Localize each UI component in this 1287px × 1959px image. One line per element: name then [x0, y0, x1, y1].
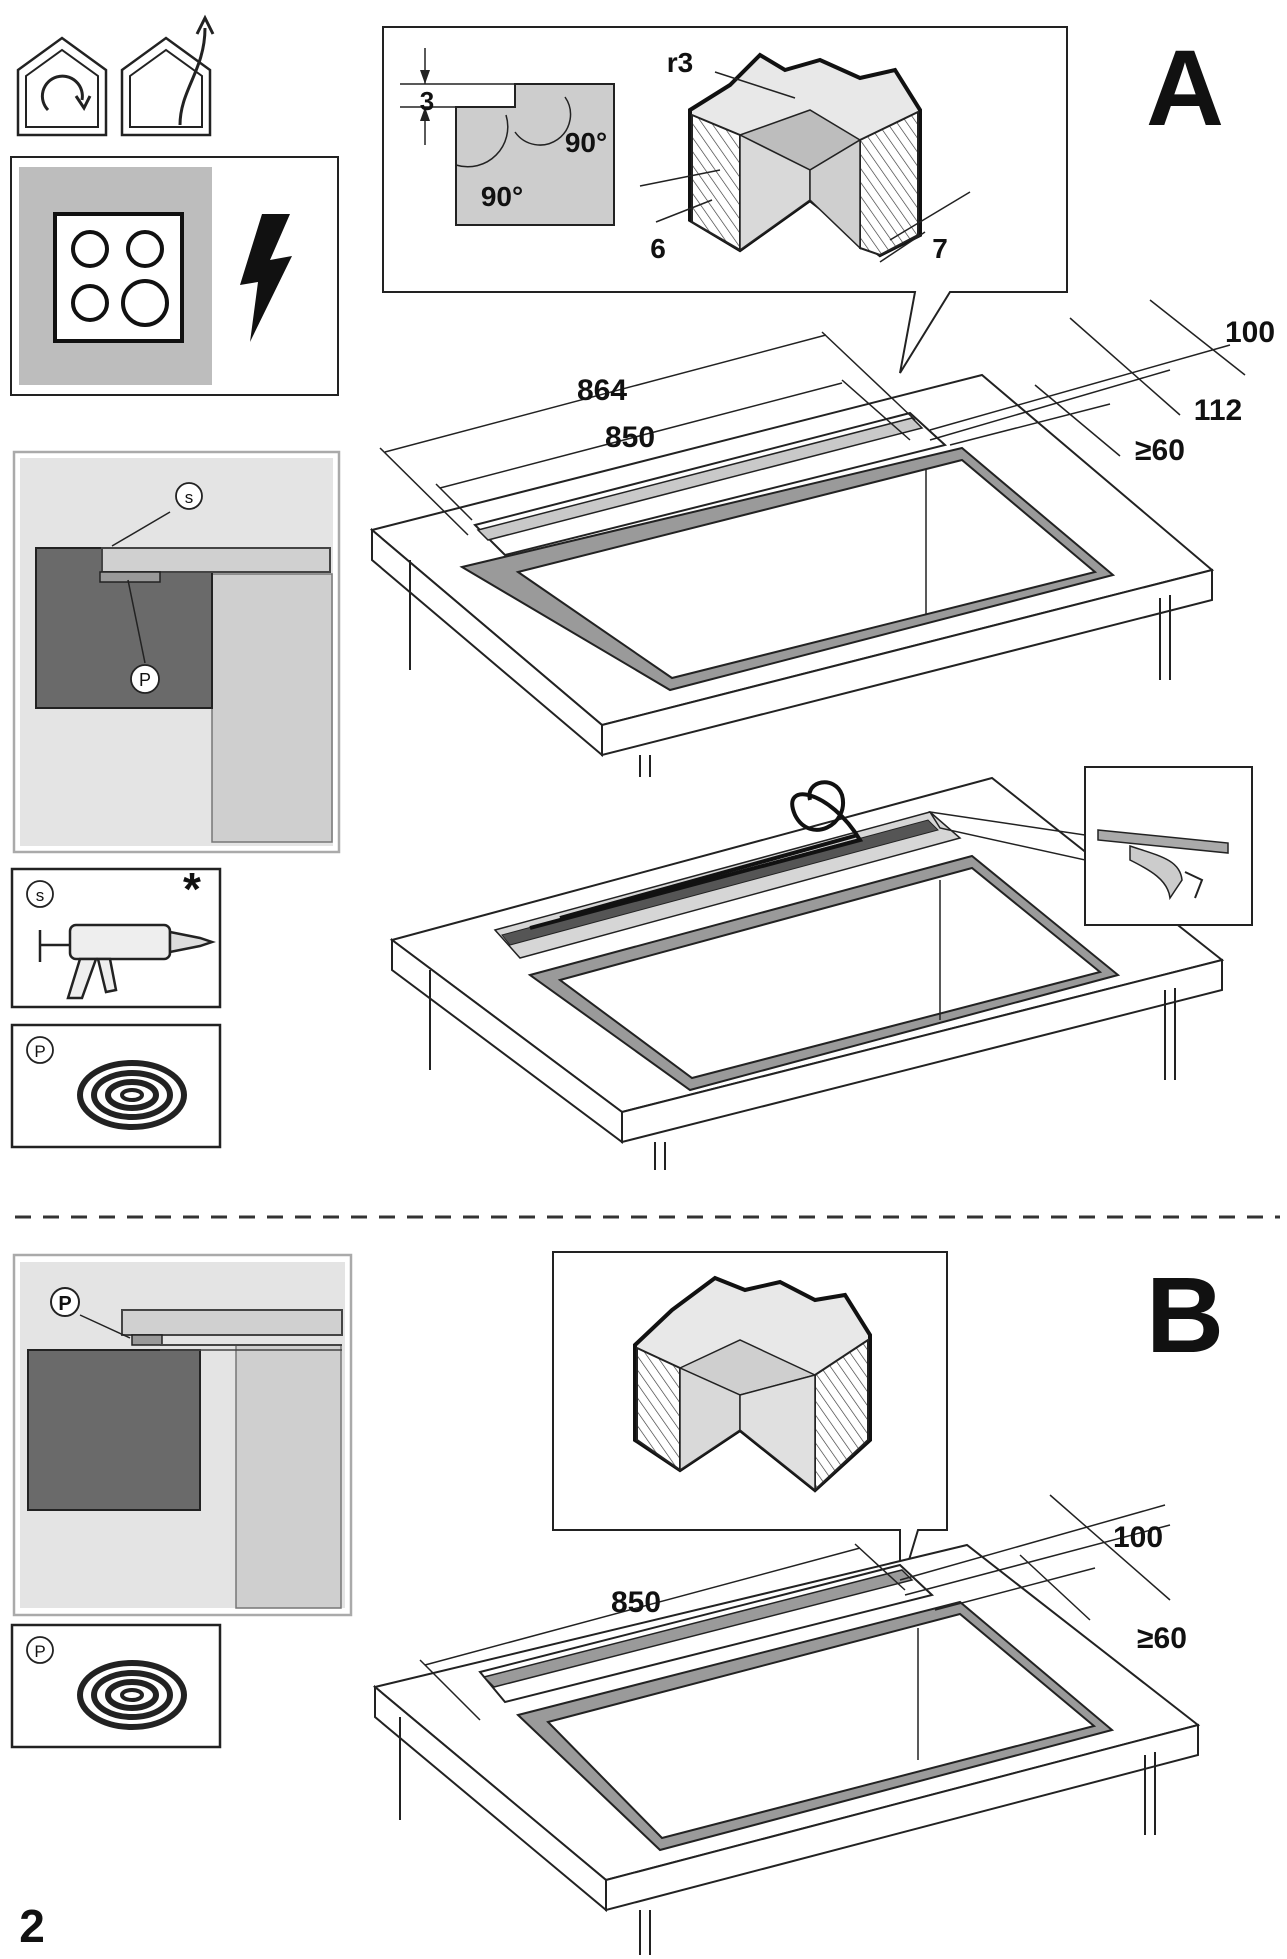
section-b-dimensions — [419, 1494, 1171, 1721]
depth-inner-label: 112 — [1194, 394, 1242, 427]
step-height-label: 3 — [420, 86, 434, 116]
cooktop-panel — [10, 156, 339, 396]
note-asterisk: * — [183, 863, 201, 915]
countertop-b — [372, 1543, 1201, 1955]
min-back-a-label: ≥60 — [1135, 434, 1185, 467]
seal-section-panel-b: P — [12, 1253, 353, 1617]
profile-legend-box-a: P — [10, 1023, 222, 1149]
sealant-legend-box: s * — [10, 863, 222, 1009]
rebate-left-width-label: 6 — [650, 233, 666, 264]
rebate-block — [688, 52, 922, 258]
seal-roll-icon — [77, 1660, 187, 1730]
sealant-legend-marker: s — [36, 886, 45, 905]
cooktop-icon — [53, 212, 184, 343]
radius-label: r3 — [667, 47, 693, 78]
angle-lower-label: 90° — [481, 181, 523, 212]
section-a-detail-callout: 3 90° 90° r3 6 7 — [382, 26, 1068, 374]
seal-section-panel: s P — [12, 450, 341, 854]
seal-roll-icon — [77, 1060, 187, 1130]
electric-warning-icon — [240, 214, 292, 342]
countertop-a-seal — [389, 776, 1225, 1170]
house-exit-icon — [120, 14, 215, 137]
inner-length-label: 850 — [605, 421, 655, 454]
length-b-label: 850 — [611, 1586, 661, 1619]
section-a-label: A — [1146, 27, 1224, 148]
depth-b-label: 100 — [1113, 1521, 1163, 1554]
profile-legend-marker-b: P — [34, 1642, 45, 1661]
angle-upper-label: 90° — [565, 127, 607, 158]
rebate-right-width-label: 7 — [932, 233, 948, 264]
page-number: 2 — [19, 1900, 45, 1952]
section-a-dimensions — [379, 299, 1246, 536]
section-b-detail-callout — [552, 1251, 948, 1591]
min-back-b-label: ≥60 — [1137, 1622, 1187, 1655]
profile-marker-b: P — [58, 1293, 71, 1315]
house-rotate-icon — [16, 36, 108, 137]
depth-outer-label: 100 — [1225, 316, 1275, 349]
profile-legend-marker-a: P — [34, 1042, 45, 1061]
countertop-a-cutout — [369, 373, 1215, 777]
sealant-marker: s — [185, 488, 194, 507]
seal-peel-detail — [1084, 766, 1253, 926]
outer-length-label: 864 — [577, 374, 627, 407]
profile-legend-box-b: P — [10, 1623, 222, 1749]
section-b-label: B — [1146, 1254, 1224, 1375]
caulking-gun-icon — [38, 923, 216, 1000]
profile-marker: P — [139, 670, 151, 690]
